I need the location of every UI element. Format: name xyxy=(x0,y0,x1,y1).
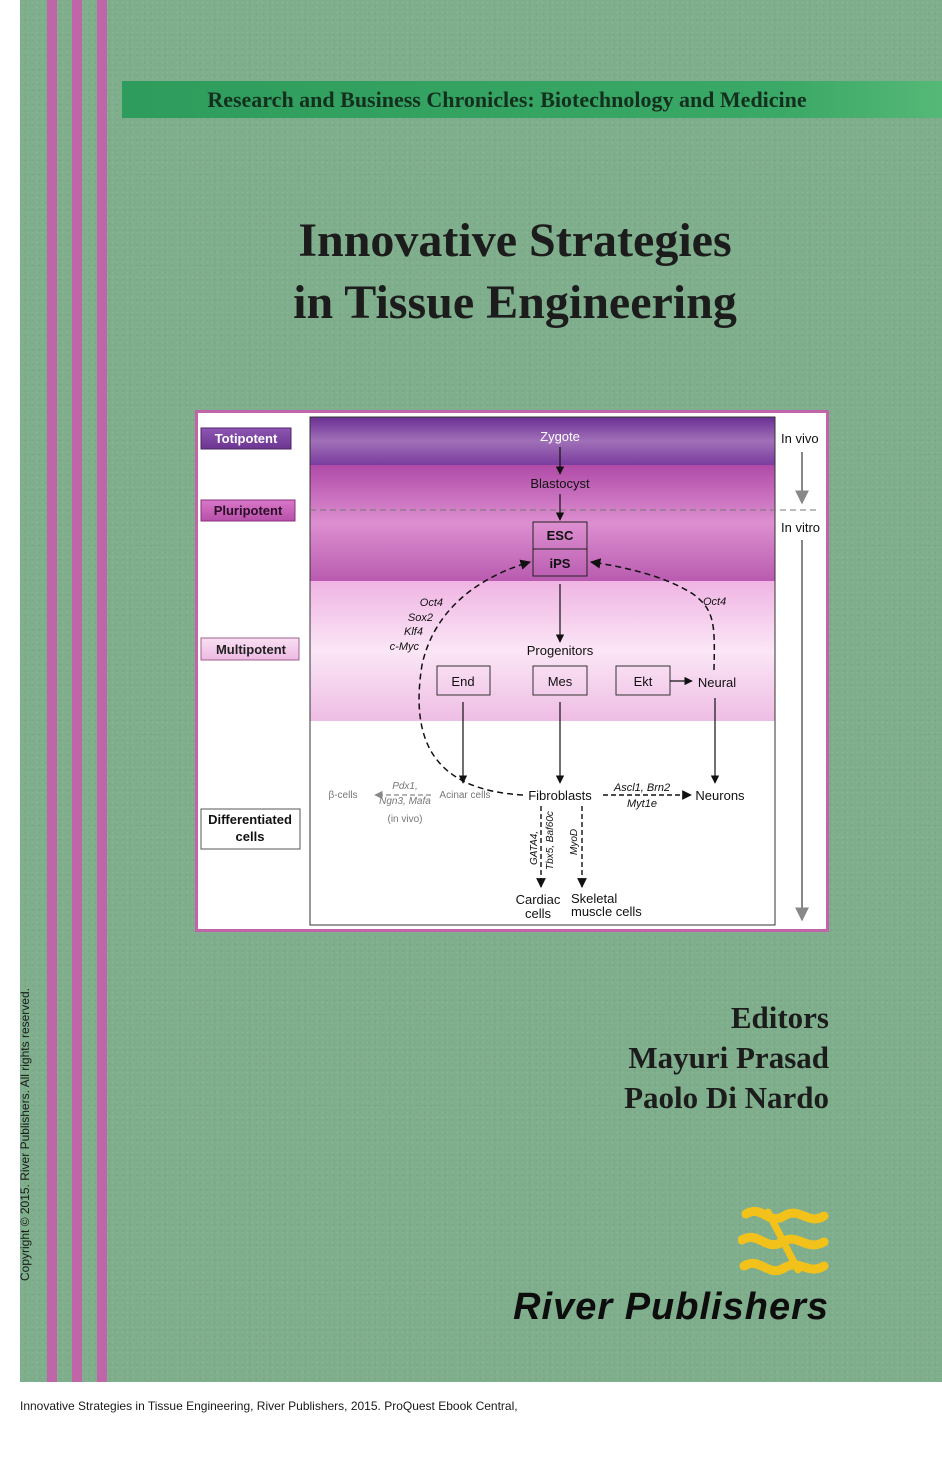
esc-node: ESC xyxy=(547,528,574,543)
in-vitro-label: In vitro xyxy=(781,520,820,535)
publisher-name: River Publishers xyxy=(513,1286,829,1328)
neurons-node: Neurons xyxy=(695,788,745,803)
editors-heading: Editors xyxy=(730,1000,829,1035)
pluripotent-label: Pluripotent xyxy=(214,503,283,518)
cover-stripe-2 xyxy=(72,0,82,1382)
progenitors-node: Progenitors xyxy=(527,643,594,658)
ips-node: iPS xyxy=(550,556,571,571)
factor-tbx5-baf60c: Tbx5, Baf60c xyxy=(545,811,556,870)
zygote-node: Zygote xyxy=(540,429,580,444)
beta-cells-node: β-cells xyxy=(328,790,357,801)
totipotent-label-box xyxy=(200,427,292,450)
end-node: End xyxy=(451,674,474,689)
editors-block: Editors Mayuri Prasad Paolo Di Nardo xyxy=(624,998,829,1118)
book-title-line-1: Innovative Strategies xyxy=(298,214,732,267)
book-title-line-2: in Tissue Engineering xyxy=(293,276,737,329)
pluripotent-label-box xyxy=(200,499,296,522)
copyright-notice: Copyright © 2015. River Publishers. All … xyxy=(18,988,32,1281)
factor-ascl1-brn2: Ascl1, Brn2 xyxy=(613,782,670,794)
cardiac-cells-node: Cardiac xyxy=(516,892,561,907)
totipotent-label: Totipotent xyxy=(215,431,278,446)
blastocyst-node: Blastocyst xyxy=(530,476,590,491)
fibroblasts-node: Fibroblasts xyxy=(528,788,592,803)
in-vivo-label: In vivo xyxy=(781,431,819,446)
book-title: Innovative Strategies in Tissue Engineer… xyxy=(200,210,830,334)
factor-myod: MyoD xyxy=(569,829,580,855)
river-publishers-logo-icon xyxy=(738,1207,829,1275)
factor-myt1e: Myt1e xyxy=(627,798,657,810)
acinar-cells-node: Acinar cells xyxy=(439,790,490,801)
multipotent-label: Multipotent xyxy=(216,642,287,657)
differentiated-label: Differentiated xyxy=(208,812,292,827)
editor-1: Mayuri Prasad xyxy=(628,1040,829,1075)
factor-pdx1: Pdx1, xyxy=(392,781,418,792)
factor-klf4: Klf4 xyxy=(404,626,423,638)
factor-oct4-left: Oct4 xyxy=(420,597,443,609)
skeletal-muscle-node-line2: muscle cells xyxy=(571,904,642,919)
factor-sox2: Sox2 xyxy=(408,612,433,624)
in-vivo-note: (in vivo) xyxy=(387,814,422,825)
editor-2: Paolo Di Nardo xyxy=(624,1080,829,1115)
series-banner xyxy=(122,81,942,118)
cardiac-cells-node-line2: cells xyxy=(525,906,552,921)
series-title: Research and Business Chronicles: Biotec… xyxy=(207,87,807,112)
source-footer: Innovative Strategies in Tissue Engineer… xyxy=(20,1399,518,1413)
multipotent-label-box xyxy=(200,637,300,661)
stem-cell-diagram: Totipotent Pluripotent Multipotent Diffe… xyxy=(195,410,829,932)
factor-cmyc: c-Myc xyxy=(390,641,420,653)
differentiated-label-cells: cells xyxy=(236,829,265,844)
factor-oct4-right: Oct4 xyxy=(703,596,726,608)
factor-ngn3-mafa: Ngn3, Mafa xyxy=(379,796,431,807)
cover-stripe-1 xyxy=(47,0,57,1382)
cover-stripe-3 xyxy=(97,0,107,1382)
neural-node: Neural xyxy=(698,675,736,690)
mes-node: Mes xyxy=(548,674,573,689)
differentiated-label-box xyxy=(200,808,301,850)
factor-gata4: GATA4, xyxy=(529,831,540,865)
skeletal-muscle-node: Skeletal xyxy=(571,891,617,906)
ekt-node: Ekt xyxy=(634,674,653,689)
